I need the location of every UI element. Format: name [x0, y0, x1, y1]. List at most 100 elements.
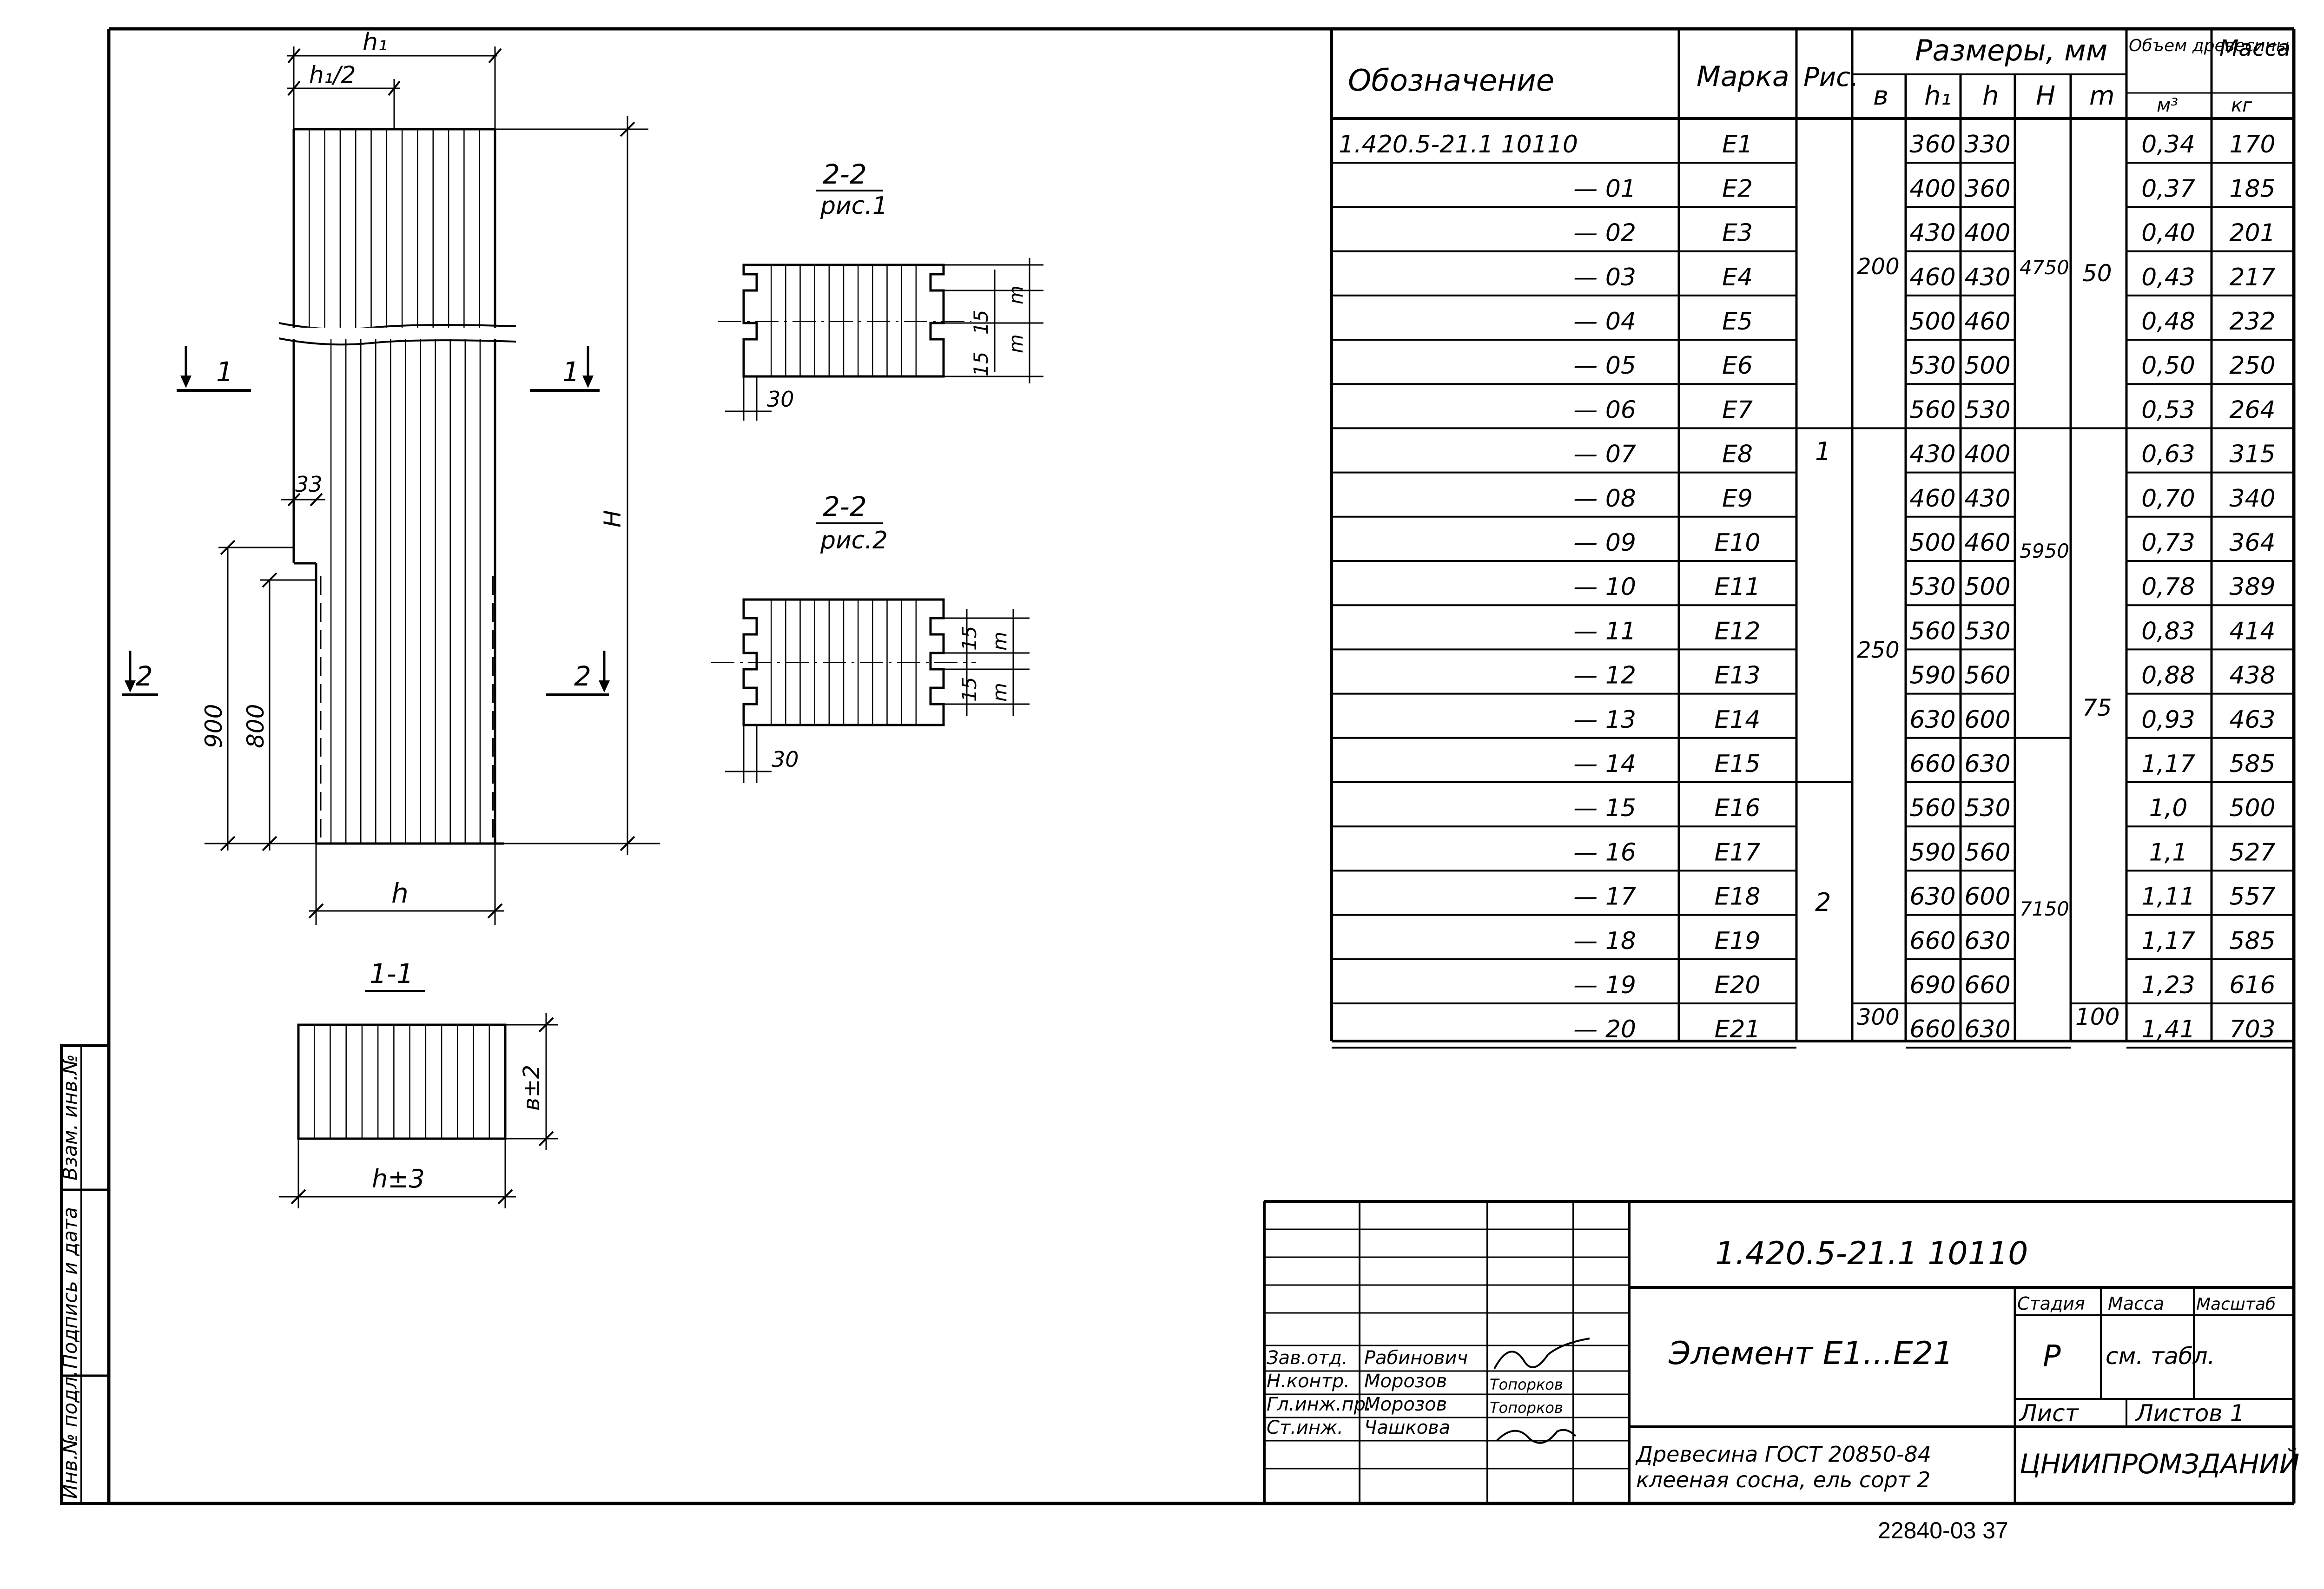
table-cell-mark: Е3 [1722, 219, 1753, 247]
table-cell-mark: Е17 [1714, 838, 1760, 866]
table-cell-designation: — 07 [1573, 441, 1636, 468]
table-cell-h1: 460 [1909, 264, 1955, 291]
table-cell-h: 560 [1964, 838, 2010, 866]
table-cell-designation: — 11 [1573, 617, 1636, 645]
header-h1: h₁ [1924, 81, 1951, 111]
tb-role-1: Зав.отд. [1267, 1347, 1348, 1369]
table-cell-designation: — 10 [1573, 573, 1636, 601]
table-cell-mark: Е7 [1722, 396, 1753, 424]
table-cell-h: 630 [1964, 927, 2010, 955]
table-cell-designation: — 08 [1573, 485, 1636, 513]
header-m: m [2089, 81, 2115, 111]
table-cell-mark: Е20 [1714, 971, 1760, 999]
table-cell-h: 660 [1964, 971, 2010, 999]
table-cell-h1: 560 [1909, 396, 1955, 424]
table-cell-mass: 250 [2229, 352, 2275, 380]
table-cell-h: 530 [1964, 794, 2010, 822]
cut-2-left: 2 [136, 660, 153, 692]
table-cell-mark: Е13 [1714, 662, 1760, 690]
table-cell-h1: 560 [1909, 794, 1955, 822]
table-cell-mark: Е1 [1722, 131, 1753, 158]
table-cell-mass: 703 [2229, 1015, 2275, 1043]
header-b: в [1873, 81, 1888, 111]
table-cell-designation: — 15 [1573, 794, 1636, 822]
table-cell-volume: 0,50 [2141, 352, 2195, 380]
table-cell-mark: Е6 [1722, 352, 1753, 380]
table-cell-mass: 340 [2229, 485, 2275, 513]
fig1-dim-15-b: 15 [970, 352, 992, 376]
tb-role-3: Гл.инж.пр. [1267, 1394, 1372, 1415]
table-cell-mass: 264 [2229, 396, 2275, 424]
tb-stage-value: Р [2043, 1339, 2061, 1374]
fig2-dim-15-a: 15 [958, 626, 981, 651]
table-cell-mark: Е2 [1722, 175, 1753, 203]
elevation-view: h₁ h₁/2 H 33 900 800 [122, 28, 660, 925]
table-cell-mark: Е21 [1714, 1015, 1760, 1043]
table-cell-volume: 0,88 [2141, 662, 2195, 690]
spec-table: Обозначение Марка Рис. Размеры, мм в h₁ … [1330, 29, 2294, 1049]
table-cell-h: 460 [1964, 308, 2010, 336]
section-2-2-fig1-title: 2-2 [823, 158, 867, 190]
merged-m-50: 50 [2082, 260, 2112, 287]
tb-sheets-label: Листов 1 [2135, 1400, 2245, 1427]
table-cell-h1: 630 [1909, 706, 1955, 734]
table-cell-designation: — 13 [1573, 706, 1636, 734]
section-2-2-fig2-title: 2-2 [823, 491, 867, 522]
table-cell-mass: 414 [2229, 617, 2275, 645]
table-cell-h1: 560 [1909, 617, 1955, 645]
table-cell-volume: 0,83 [2141, 617, 2195, 645]
footer-code: 22840-03 37 [1878, 1517, 2008, 1543]
table-cell-h1: 500 [1909, 529, 1955, 557]
table-cell-h: 360 [1964, 175, 2010, 203]
tb-material-line1: Древесина ГОСТ 20850-84 [1635, 1442, 1931, 1467]
table-cell-mark: Е16 [1714, 794, 1760, 822]
table-cell-h1: 590 [1909, 838, 1955, 866]
table-cell-h1: 400 [1909, 175, 1955, 203]
section-1-1-title: 1-1 [370, 958, 414, 989]
section-1-1: 1-1 h±3 в±2 [279, 958, 558, 1208]
table-cell-volume: 0,53 [2141, 396, 2195, 424]
side-stamp: Инв.№ подл. Подпись и дата Взам. инв.№ [59, 1044, 110, 1505]
table-cell-volume: 0,78 [2141, 573, 2195, 601]
table-cell-mass: 463 [2229, 706, 2275, 734]
table-cell-designation: — 03 [1573, 264, 1636, 291]
table-cell-volume: 0,63 [2141, 441, 2195, 468]
tb-doc-code: 1.420.5-21.1 10110 [1715, 1235, 2028, 1272]
tb-signature-text-2: Топорков [1490, 1399, 1563, 1417]
table-cell-volume: 1,11 [2141, 883, 2195, 911]
tb-element-name: Элемент Е1...Е21 [1668, 1335, 1953, 1372]
table-cell-mass: 232 [2229, 308, 2275, 336]
table-cell-mark: Е11 [1714, 573, 1760, 601]
title-block: 1.420.5-21.1 10110 Элемент Е1...Е21 Стад… [1263, 1200, 2299, 1503]
header-h: h [1982, 81, 1999, 111]
table-cell-h1: 430 [1909, 441, 1955, 468]
table-cell-h: 560 [1964, 662, 2010, 690]
table-cell-h: 530 [1964, 396, 2010, 424]
header-volume: Объем древесины [2129, 36, 2289, 55]
table-cell-h: 500 [1964, 352, 2010, 380]
merged-H-7150: 7150 [2020, 897, 2069, 920]
table-cell-designation: — 05 [1573, 352, 1636, 380]
table-cell-volume: 0,40 [2141, 219, 2195, 247]
table-cell-mass: 585 [2229, 750, 2275, 778]
fig2-dim-15-b: 15 [958, 677, 981, 702]
table-cell-mark: Е15 [1714, 750, 1760, 778]
dim-H-label: H [599, 510, 626, 527]
table-cell-h: 330 [1964, 131, 2010, 158]
table-cell-h: 400 [1964, 219, 2010, 247]
section-2-2-fig1: 2-2 рис.1 15 15 m m 30 [718, 158, 1043, 421]
dim-900-label: 900 [200, 704, 227, 748]
table-cell-mass: 315 [2229, 441, 2275, 468]
table-cell-mass: 500 [2229, 794, 2275, 822]
side-stamp-replacement: Взам. инв.№ [59, 1054, 81, 1180]
side-stamp-signature-date: Подпись и дата [59, 1207, 81, 1369]
table-cell-mark: Е18 [1714, 883, 1760, 911]
table-cell-h: 630 [1964, 750, 2010, 778]
header-mark: Марка [1697, 60, 1789, 93]
cut-1-left: 1 [216, 356, 233, 388]
table-cell-h: 600 [1964, 883, 2010, 911]
table-cell-volume: 0,43 [2141, 264, 2195, 291]
dim-33-label: 33 [295, 472, 323, 497]
section-2-2-fig2-subtitle: рис.2 [820, 527, 888, 554]
tb-mass-label: Масса [2108, 1293, 2164, 1314]
